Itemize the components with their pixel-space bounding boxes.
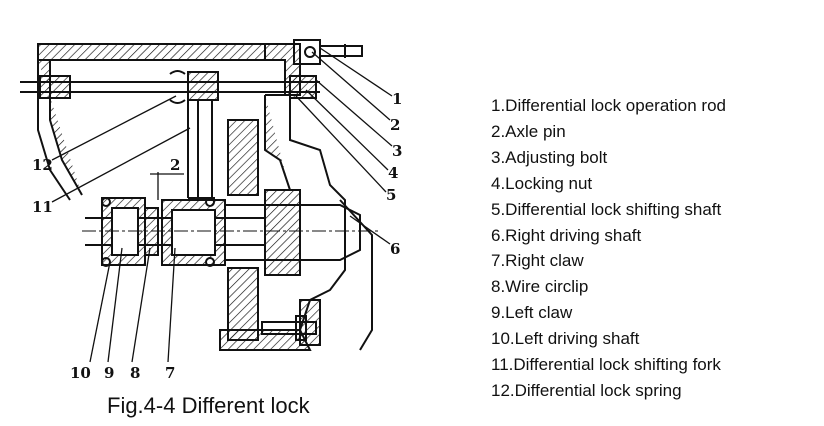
legend-item: 7.Right claw <box>491 251 584 271</box>
callout-6: 6 <box>390 240 400 258</box>
callout-8: 8 <box>130 364 140 382</box>
callout-9: 9 <box>104 364 114 382</box>
callout-4: 4 <box>388 164 398 182</box>
callout-12: 12 <box>32 156 53 174</box>
legend-item: 3.Adjusting bolt <box>491 147 608 167</box>
callout-5: 5 <box>386 186 396 204</box>
callout-2: 2 <box>390 116 400 134</box>
legend-item: 4.Locking nut <box>491 173 593 193</box>
legend-item: 12.Differential lock spring <box>491 380 682 400</box>
callout-11: 11 <box>32 198 53 216</box>
legend-item: 8.Wire circlip <box>491 277 589 297</box>
callout-7: 7 <box>165 364 175 382</box>
callout-3: 3 <box>392 142 402 160</box>
legend-item: 10.Left driving shaft <box>491 329 640 349</box>
leader-lines <box>51 47 393 363</box>
operation-rod <box>20 39 363 104</box>
callout-labels: 1 2 3 4 5 6 7 8 9 10 11 12 2 <box>32 90 402 382</box>
shifting-fork <box>187 92 215 199</box>
differential-lock-drawing: 1 2 3 4 5 6 7 8 9 10 11 12 2 <box>20 39 402 382</box>
figure-caption: Fig.4-4 Different lock <box>107 393 310 418</box>
legend-item: 1.Differential lock operation rod <box>491 96 726 115</box>
callout-1: 1 <box>392 90 402 108</box>
callout-10: 10 <box>70 364 91 382</box>
dimension-mark: 2 <box>170 156 180 174</box>
legend-item: 11.Differential lock shifting fork <box>491 355 721 375</box>
legend-item: 6.Right driving shaft <box>491 225 642 245</box>
legend-item: 2.Axle pin <box>491 121 566 141</box>
parts-legend: 1.Differential lock operation rod 2.Axle… <box>491 93 726 404</box>
legend-item: 9.Left claw <box>491 303 573 323</box>
legend-item: 5.Differential lock shifting shaft <box>491 199 722 219</box>
